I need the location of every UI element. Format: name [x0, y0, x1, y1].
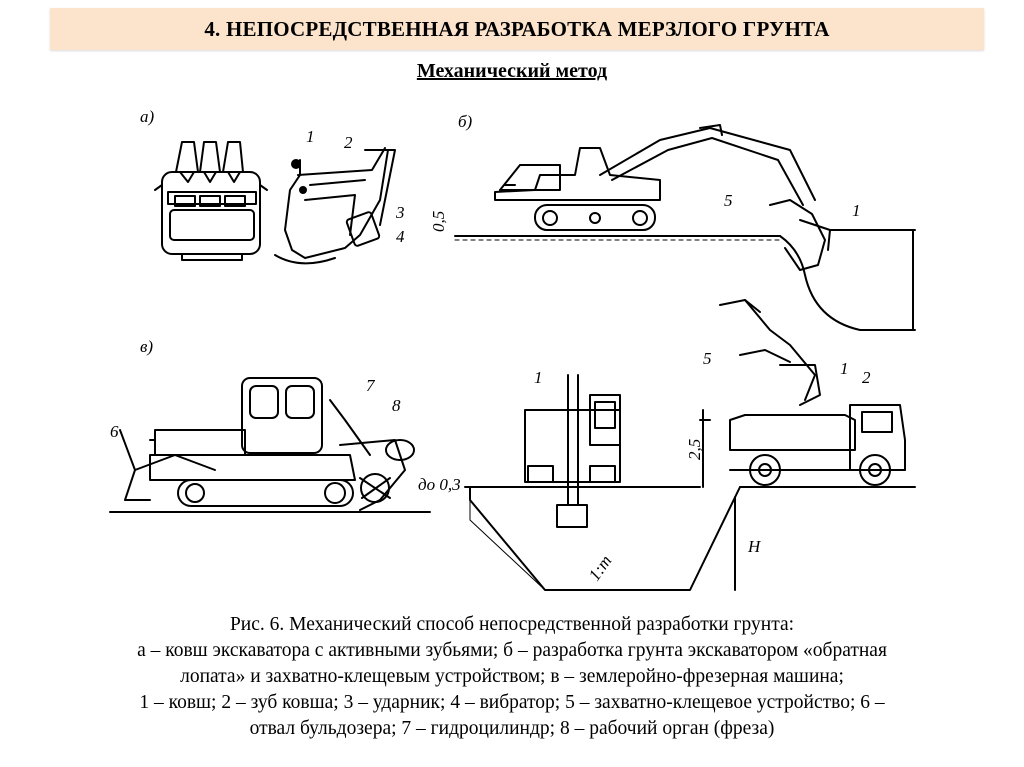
caption-line-3: лопата» и захватно-клещевым устройством;… [180, 666, 844, 687]
panel-v-label: в) [140, 337, 153, 356]
subtitle-text: Механический метод [416, 60, 608, 82]
callout-a1: 1 [306, 127, 315, 146]
panel-a-bucket-side [274, 147, 396, 265]
dimension-pit-depth: H [747, 537, 762, 556]
dimension-depth-b: 0,5 [429, 211, 448, 232]
panel-b-excavator [454, 124, 916, 331]
caption-line-2: а – ковш экскаватора с активными зубьями… [137, 640, 887, 661]
callout-b5: 5 [724, 191, 733, 210]
panel-b-label: б) [458, 112, 473, 131]
slide-subtitle: Механический метод [0, 60, 1024, 83]
callout-v6: 6 [110, 422, 119, 441]
panel-a-label: а) [140, 107, 155, 126]
caption-line-1: Рис. 6. Механический способ непосредстве… [229, 614, 795, 635]
panel-v-trencher [109, 377, 431, 513]
callout-c2: 2 [862, 368, 871, 387]
slide-title-bar: 4. НЕПОСРЕДСТВЕННАЯ РАЗРАБОТКА МЕРЗЛОГО … [50, 8, 984, 50]
callout-c1-left: 1 [534, 368, 543, 387]
callout-v7: 7 [366, 376, 376, 395]
callout-a3: 3 [395, 203, 405, 222]
dimension-slope: 1:m [585, 552, 616, 585]
callout-v8: 8 [392, 396, 401, 415]
caption-line-4: 1 – ковш; 2 – зуб ковша; 3 – ударник; 4 … [139, 692, 885, 713]
callout-c5: 5 [703, 349, 712, 368]
callout-c1-right: 1 [840, 359, 849, 378]
panel-a-bucket-front [154, 141, 268, 261]
callout-b1: 1 [852, 201, 861, 220]
figure-caption: Рис. 6. Механический способ непосредстве… [0, 612, 1024, 742]
panel-v-pit-and-truck [464, 299, 916, 591]
callout-a4: 4 [396, 227, 405, 246]
slide-title: 4. НЕПОСРЕДСТВЕННАЯ РАЗРАБОТКА МЕРЗЛОГО … [204, 16, 830, 41]
caption-line-5: отвал бульдозера; 7 – гидроцилиндр; 8 – … [249, 718, 775, 739]
callout-a2: 2 [344, 133, 353, 152]
dimension-height-truck: 2,5 [685, 439, 704, 460]
dimension-depth-v: до 0,3 [418, 475, 461, 494]
